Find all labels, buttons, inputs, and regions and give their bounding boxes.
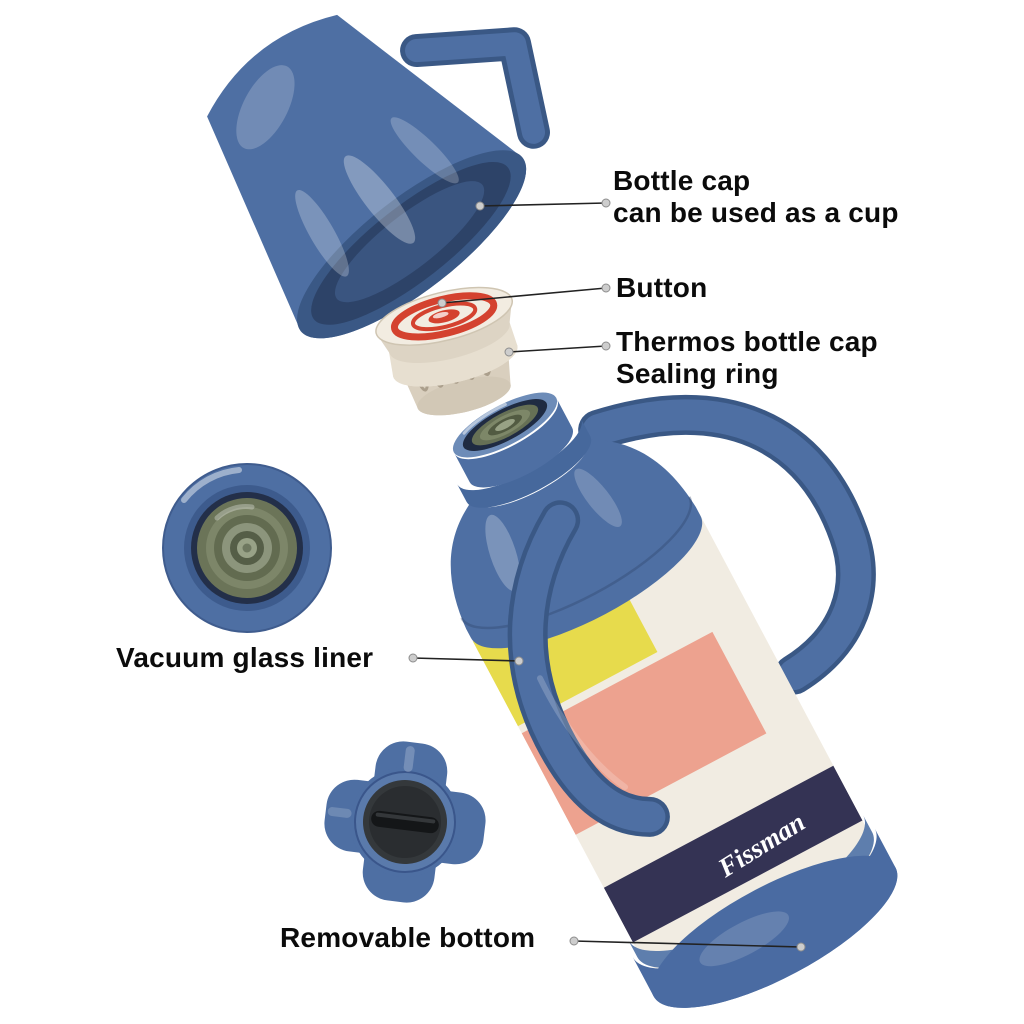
swing-handle-highlight	[536, 675, 629, 791]
mouth-highlight	[462, 402, 507, 435]
leader-dot	[601, 283, 611, 293]
cup-highlight	[236, 65, 295, 150]
liner-outer-edge	[162, 463, 332, 633]
leader-dot	[437, 298, 447, 308]
navy-block	[602, 764, 865, 944]
label-bottle-cap-line1: Bottle cap	[613, 165, 751, 196]
leader-line-removable-bottom	[573, 940, 802, 948]
leader-dot	[408, 653, 418, 663]
cup-cavity-inner	[334, 181, 485, 303]
leader-dot	[475, 201, 485, 211]
removable-bottom	[324, 741, 486, 903]
leader-dot	[601, 341, 611, 351]
arm-highlight	[403, 746, 415, 772]
cap-mid	[388, 320, 518, 387]
sealing-ring-bottom	[417, 376, 511, 416]
vacuum-glass-liner	[162, 463, 332, 633]
bottle-neck	[454, 399, 573, 488]
swing-handle	[512, 504, 666, 833]
label-removable-bottom: Removable bottom	[280, 922, 536, 953]
cup-highlight	[390, 117, 459, 184]
label-thermos-cap-line1: Thermos bottle cap	[616, 326, 878, 357]
leader-line-button	[441, 287, 607, 304]
cup-highlight	[343, 155, 416, 244]
leader-dot	[569, 936, 579, 946]
bottom-ring-edge	[354, 771, 456, 873]
base-highlight	[699, 911, 790, 967]
arm-highlight	[327, 807, 352, 818]
liner-highlight	[181, 467, 242, 503]
cap-top-edge	[375, 286, 514, 346]
label-button: Button	[616, 272, 708, 303]
cap-side	[376, 299, 513, 364]
glass-center	[242, 543, 252, 553]
label-bottle-cap-line2: can be used as a cup	[613, 197, 899, 228]
cup-highlight	[295, 189, 349, 277]
leader-dot	[514, 656, 524, 666]
inner-glass-center	[495, 418, 515, 432]
leader-line-bottle-cap	[479, 202, 607, 207]
leader-lines	[408, 198, 806, 952]
glass-highlight	[214, 504, 255, 521]
leader-line-vacuum-liner	[412, 657, 520, 662]
bottle-cap-cup	[207, 14, 550, 339]
label-vacuum-liner: Vacuum glass liner	[116, 642, 374, 673]
base-bottom	[651, 855, 898, 1008]
bar-highlight	[375, 812, 436, 824]
thermos-bottle: Fissman	[450, 392, 898, 1008]
label-thermos-cap: Thermos bottle cap Sealing ring	[616, 326, 878, 390]
leader-line-thermos-cap	[508, 345, 607, 353]
shoulder-highlight	[485, 514, 521, 592]
leader-dot	[601, 198, 611, 208]
label-bottle-cap: Bottle cap can be used as a cup	[613, 165, 899, 229]
bottle-collar	[457, 418, 592, 508]
leader-dot	[796, 942, 806, 952]
cup-handle	[405, 32, 546, 144]
button-highlight	[432, 311, 449, 319]
shoulder-highlight	[574, 468, 622, 527]
thermos-cap	[375, 286, 518, 416]
label-thermos-cap-line2: Sealing ring	[616, 358, 779, 389]
carry-handle	[582, 399, 872, 691]
shoulder-groove	[460, 496, 693, 630]
leader-dot	[504, 347, 514, 357]
